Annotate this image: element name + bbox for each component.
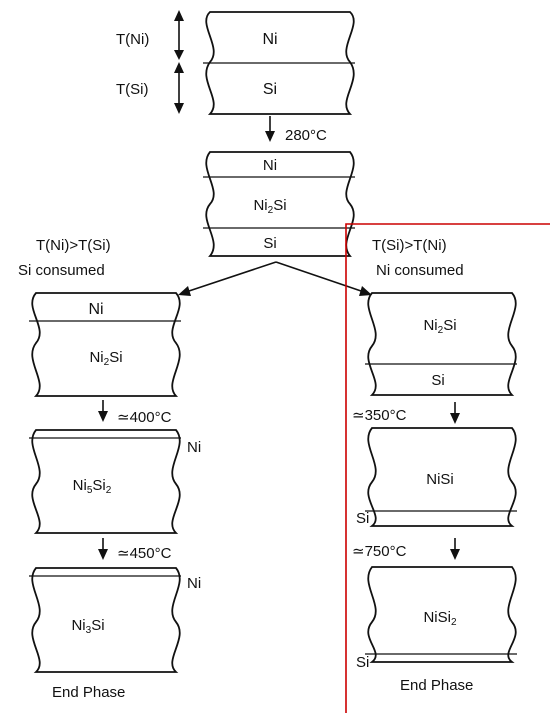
branch-left: T(Ni)>T(Si) Si consumed Ni Ni2Si ≃400°C … — [18, 237, 201, 701]
branch-arrow-right-icon — [359, 286, 372, 296]
thickness-label-ni: T(Ni) — [116, 31, 149, 48]
down-arrow-icon — [265, 131, 275, 142]
left-condition: T(Ni)>T(Si) — [36, 237, 111, 254]
initial-layer-si: Si — [263, 81, 277, 98]
right-stage2-temperature: ≃350°C — [352, 407, 407, 424]
left-stage1-ni2si: Ni2Si — [89, 349, 122, 368]
intermediate-layer-ni2si: Ni2Si — [253, 197, 286, 216]
left-stage2-ni5si2: Ni5Si2 — [73, 477, 112, 496]
right-condition: T(Si)>T(Ni) — [372, 237, 447, 254]
right-result: Ni consumed — [376, 262, 464, 279]
left-stage3-ni3si: Ni3Si — [71, 617, 104, 636]
left-stage2-ni-label: Ni — [187, 439, 201, 456]
intermediate-stack: Ni Ni2Si Si — [203, 151, 355, 257]
left-stage2-temperature: ≃400°C — [117, 409, 172, 426]
right-stage3-temperature: ≃750°C — [352, 543, 407, 560]
thickness-arrow-si — [174, 62, 184, 114]
right-stage3-si-label: Si — [356, 654, 369, 671]
right-stage2-nisi: NiSi — [426, 471, 454, 488]
down-arrow-icon — [450, 413, 460, 424]
intermediate-layer-si: Si — [263, 235, 276, 252]
anneal-temperature: 280°C — [285, 127, 327, 144]
left-stage3-slab — [31, 567, 181, 673]
right-stage3-nisi2: NiSi2 — [423, 609, 457, 628]
anneal-step-280: 280°C — [265, 116, 327, 144]
intermediate-layer-ni: Ni — [263, 157, 277, 174]
left-stage2-slab — [31, 429, 181, 534]
initial-stack: Ni Si T(Ni) T(Si) — [116, 10, 355, 115]
right-stage3-slab — [367, 566, 517, 663]
right-end-phase: End Phase — [400, 677, 473, 694]
branch-arrows — [178, 261, 372, 296]
right-stage2-slab — [367, 427, 517, 527]
branch-arrow-left-icon — [178, 286, 191, 296]
down-arrow-icon — [98, 549, 108, 560]
left-stage1-ni: Ni — [88, 301, 103, 318]
left-result: Si consumed — [18, 262, 105, 279]
right-stage2-si-label: Si — [356, 510, 369, 527]
initial-layer-ni: Ni — [262, 31, 277, 48]
left-stage1-slab — [31, 292, 181, 397]
right-stage1-slab — [367, 292, 517, 396]
down-arrow-icon — [98, 411, 108, 422]
left-stage3-ni-label: Ni — [187, 575, 201, 592]
thickness-arrow-ni — [174, 10, 184, 60]
intermediate-stack-slab — [205, 151, 355, 257]
right-stage1-ni2si: Ni2Si — [423, 317, 456, 336]
down-arrow-icon — [450, 549, 460, 560]
left-stage3-temperature: ≃450°C — [117, 545, 172, 562]
branch-right: T(Si)>T(Ni) Ni consumed Ni2Si Si ≃350°C … — [352, 237, 517, 694]
left-end-phase: End Phase — [52, 684, 125, 701]
highlight-frame — [345, 223, 550, 713]
thickness-label-si: T(Si) — [116, 81, 149, 98]
right-stage1-si: Si — [431, 372, 444, 389]
